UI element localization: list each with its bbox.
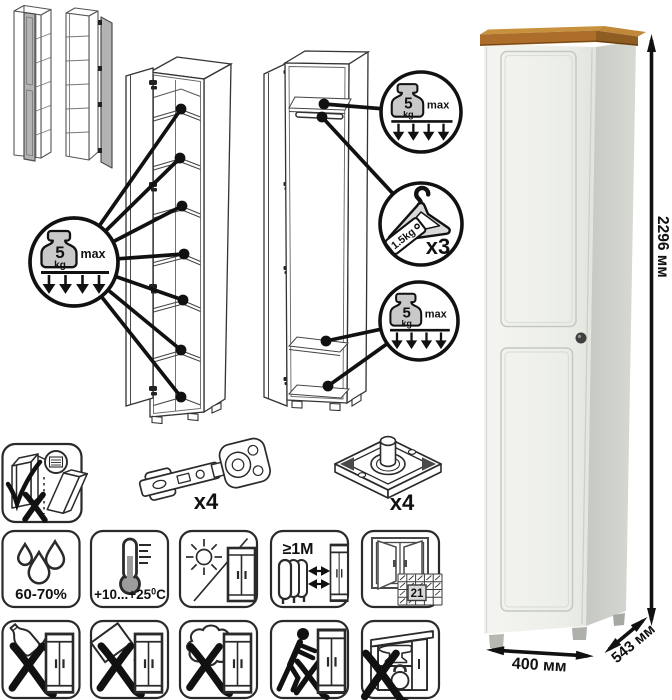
bottom-shelf-load-callout — [378, 280, 460, 362]
hanger-count-label: x3 — [426, 234, 450, 259]
no-overload-icon — [360, 619, 441, 700]
shelf-load-callout: 5 kg max — [28, 216, 120, 308]
weight-unit: kg — [54, 260, 66, 271]
shelf-unit-feet — [151, 401, 222, 425]
grey-door-open — [98, 16, 113, 169]
load-arrows — [42, 275, 106, 294]
door-frame — [485, 47, 593, 633]
wardrobe-callout-dots — [316, 98, 334, 392]
wardrobe-feet — [291, 393, 362, 412]
loaded-cabinet — [370, 630, 434, 691]
heater-distance-label: ≥1М — [282, 541, 313, 558]
foot-drawing — [334, 435, 442, 499]
distance-arrows — [307, 566, 331, 589]
height-dimension: 2296 мм — [647, 34, 671, 626]
open-cabinet-thumbnail — [65, 7, 113, 169]
width-label: 400 мм — [511, 655, 567, 675]
cabinet-glyph-icon — [316, 628, 347, 695]
hinge-drawing — [138, 437, 271, 501]
product-feet — [489, 613, 625, 648]
foot-icon: x4 — [334, 435, 442, 515]
acclimatization-days: 21 — [411, 588, 424, 600]
ventilation-icon: 21 — [360, 529, 443, 609]
hinge-icon: x4 — [138, 437, 271, 514]
radiator-icon — [277, 558, 308, 604]
height-label: 2296 мм — [654, 216, 671, 278]
kettlebell-icon — [390, 664, 410, 690]
grey-door — [23, 11, 36, 162]
no-abrasive-powder-icon — [89, 619, 170, 700]
width-dimension: 400 мм — [486, 646, 594, 676]
no-sharp-tools-icon — [1, 619, 81, 700]
transport-warning-icon — [1, 442, 89, 524]
cabinet-glyph-icon — [44, 632, 75, 694]
sunlight-warning-icon — [178, 529, 259, 609]
weight-icon: 5 kg — [40, 229, 78, 271]
humidity-icon: 60-70% — [1, 529, 81, 609]
humidity-label: 60-70% — [15, 586, 67, 603]
cabinet-glyph-icon — [222, 632, 253, 694]
no-dragging-icon — [269, 619, 350, 698]
person-figure — [276, 628, 318, 693]
product-photo: 2296 мм 400 мм 543 мм — [479, 26, 671, 676]
checkmark-icon — [5, 459, 43, 512]
hinge-count-label: x4 — [194, 489, 219, 514]
no-abrasive-sponge-icon — [178, 619, 259, 700]
top-shelf-load-callout — [379, 70, 463, 154]
powder-box-icon — [89, 621, 134, 664]
cabinet-glyph-icon — [133, 632, 164, 694]
heater-distance-icon: ≥1М — [269, 529, 350, 609]
tilted-cabinet-icon — [46, 469, 89, 515]
hanger-hook — [414, 185, 431, 207]
cabinet-glyph-icon — [329, 543, 350, 603]
max-label: max — [80, 247, 105, 261]
weight-value: 5 — [55, 243, 64, 262]
wood-top — [479, 26, 646, 46]
hanger-load-callout: 1.5kg x3 — [378, 181, 464, 267]
closed-cabinet-thumbnail — [13, 4, 52, 162]
cross-out-x-icon — [22, 491, 48, 523]
temperature-label: +10...+250C — [94, 587, 166, 603]
wardrobe-diagram: 1.5kg x3 — [263, 50, 464, 412]
temperature-icon: +10...+250C — [89, 529, 170, 609]
cabinet-glyph-icon — [226, 546, 257, 603]
foot-count-label: x4 — [390, 490, 415, 515]
shelf-callout-dots — [174, 103, 190, 403]
door-knob — [575, 332, 587, 344]
shelf-unit-diagram: 5 kg max — [28, 56, 234, 425]
sun-icon — [186, 539, 222, 575]
calendar-icon: 21 — [397, 573, 443, 606]
